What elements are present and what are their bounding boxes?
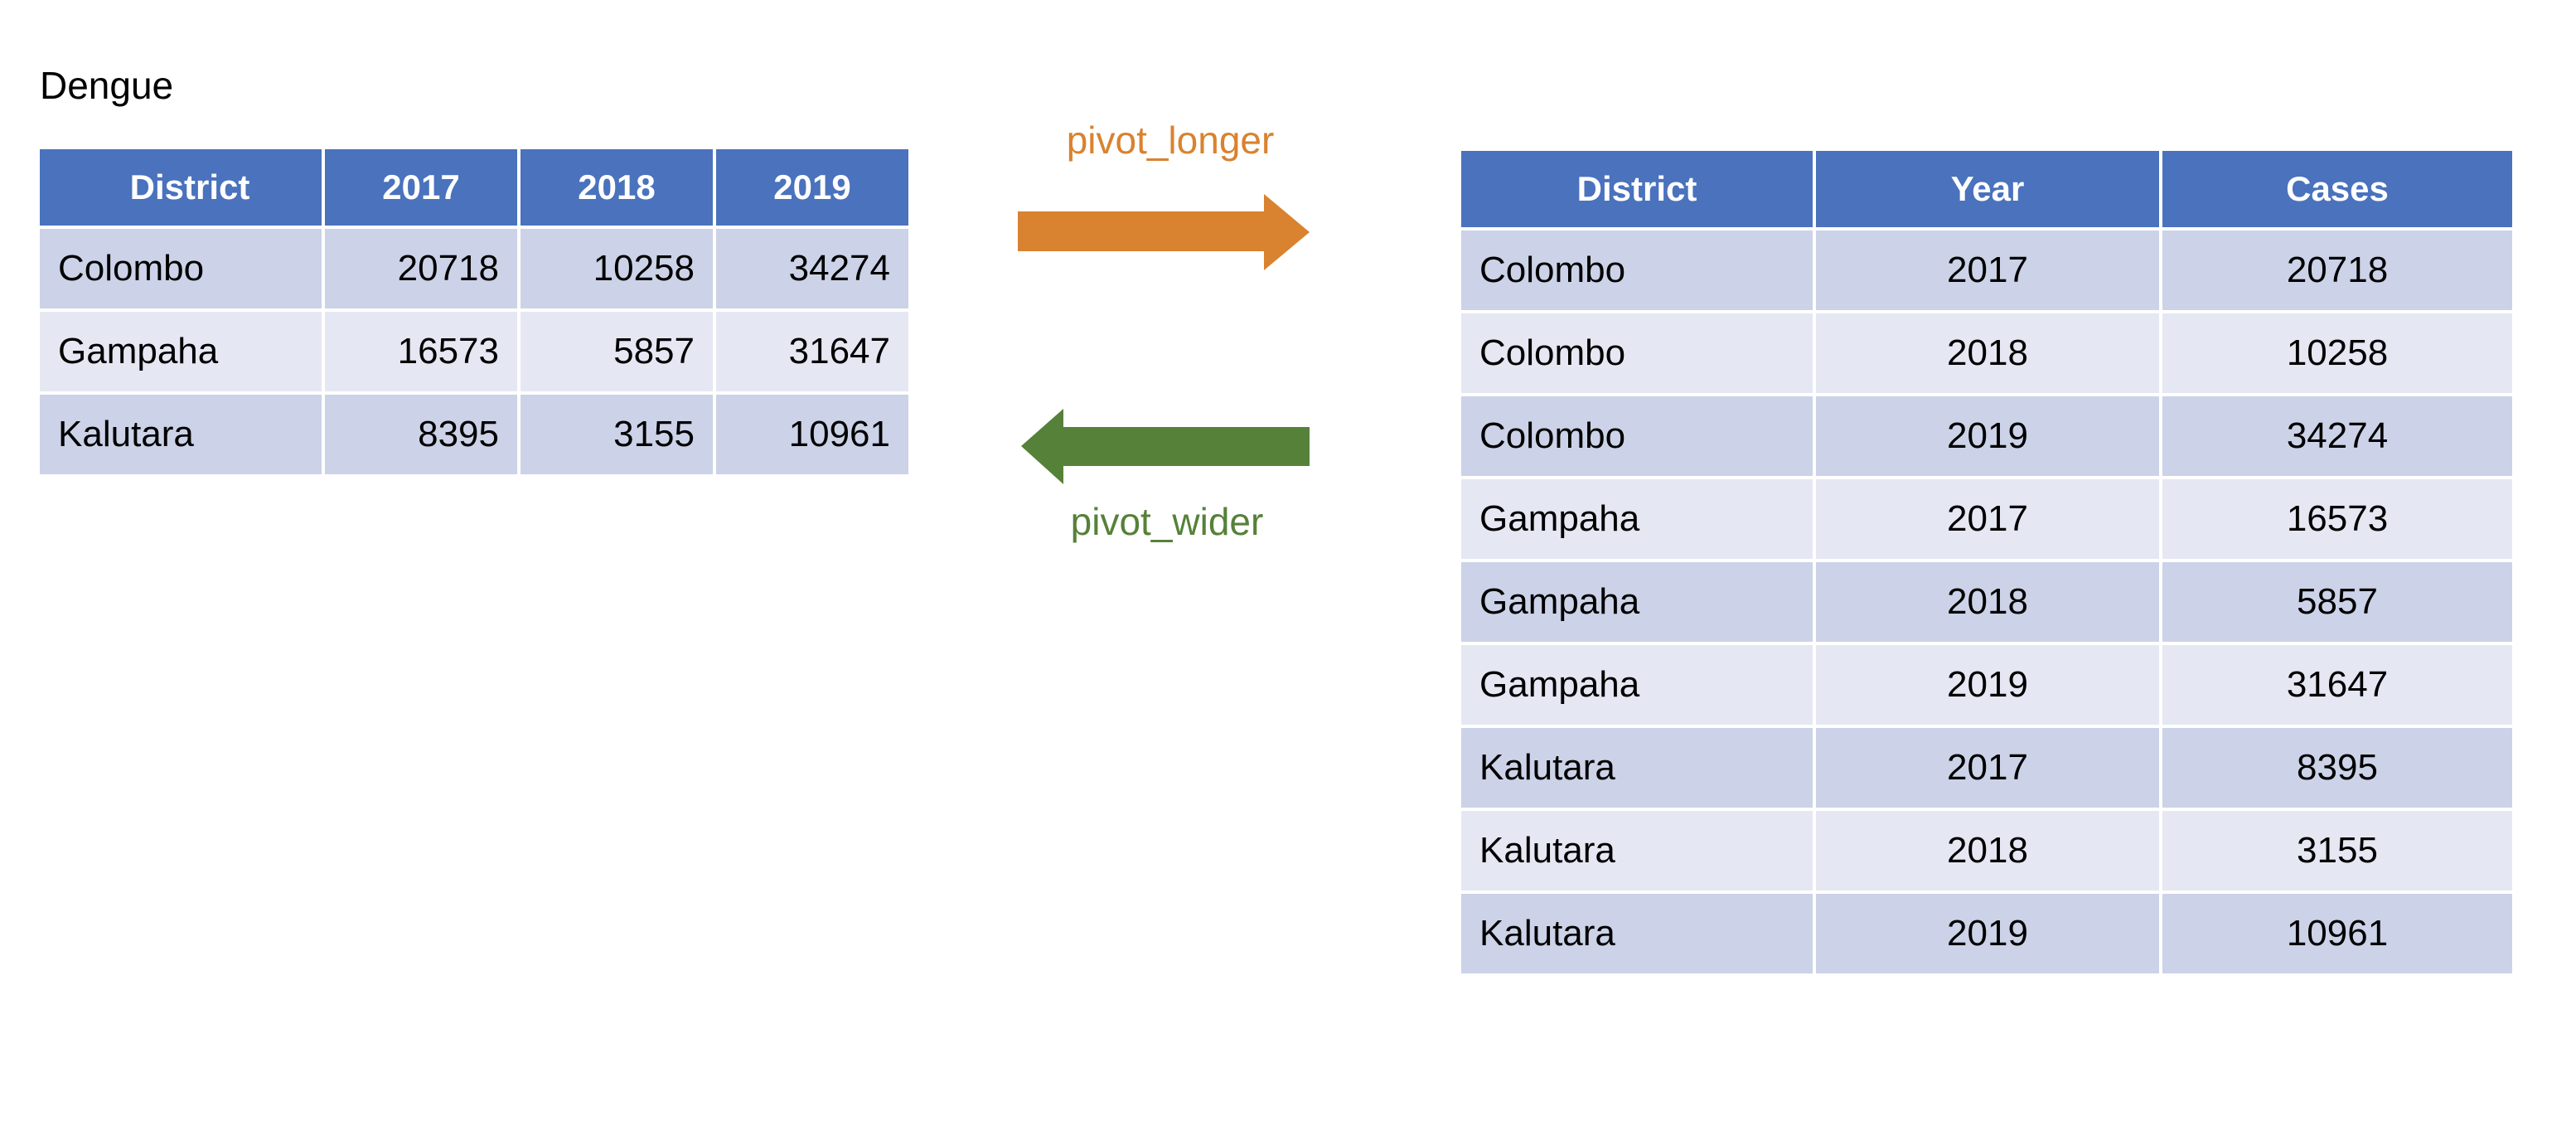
pivot-wider-label: pivot_wider — [1070, 500, 1264, 543]
wide-cell-district: Gampaha — [40, 312, 322, 391]
long-cell-cases: 34274 — [2162, 396, 2512, 476]
long-cell-district: Gampaha — [1461, 562, 1813, 642]
long-table: District Year Cases Colombo 2017 20718 C… — [1458, 148, 2515, 977]
long-cell-year: 2019 — [1816, 894, 2159, 973]
wide-header-2018: 2018 — [521, 149, 713, 226]
wide-table: District 2017 2018 2019 Colombo 20718 10… — [36, 146, 912, 478]
arrow-left-shape — [1021, 409, 1310, 484]
wide-header-district: District — [40, 149, 322, 226]
table-row: Gampaha 16573 5857 31647 — [40, 312, 908, 391]
wide-cell-2017: 8395 — [325, 395, 517, 474]
table-row: Colombo 20718 10258 34274 — [40, 229, 908, 308]
long-cell-year: 2018 — [1816, 313, 2159, 393]
table-row: Kalutara 8395 3155 10961 — [40, 395, 908, 474]
long-cell-year: 2017 — [1816, 479, 2159, 559]
wide-header-2019: 2019 — [716, 149, 908, 226]
table-row: Colombo 2018 10258 — [1461, 313, 2512, 393]
long-cell-cases: 10258 — [2162, 313, 2512, 393]
long-cell-year: 2018 — [1816, 562, 2159, 642]
wide-cell-2018: 5857 — [521, 312, 713, 391]
long-cell-district: Colombo — [1461, 313, 1813, 393]
wide-cell-2018: 10258 — [521, 229, 713, 308]
long-cell-district: Gampaha — [1461, 479, 1813, 559]
long-cell-district: Colombo — [1461, 396, 1813, 476]
wide-cell-district: Colombo — [40, 229, 322, 308]
long-cell-cases: 10961 — [2162, 894, 2512, 973]
wide-cell-2018: 3155 — [521, 395, 713, 474]
wide-cell-2019: 31647 — [716, 312, 908, 391]
long-cell-year: 2018 — [1816, 811, 2159, 891]
wide-cell-2019: 10961 — [716, 395, 908, 474]
long-cell-district: Kalutara — [1461, 811, 1813, 891]
long-cell-district: Kalutara — [1461, 894, 1813, 973]
table-row: Kalutara 2018 3155 — [1461, 811, 2512, 891]
long-cell-cases: 3155 — [2162, 811, 2512, 891]
wide-cell-2017: 20718 — [325, 229, 517, 308]
table-row: Colombo 2017 20718 — [1461, 231, 2512, 310]
long-cell-cases: 5857 — [2162, 562, 2512, 642]
long-cell-district: Kalutara — [1461, 728, 1813, 808]
long-header-year: Year — [1816, 151, 2159, 227]
long-cell-cases: 8395 — [2162, 728, 2512, 808]
arrow-right-icon — [1018, 189, 1316, 275]
table-row: Colombo 2019 34274 — [1461, 396, 2512, 476]
long-cell-cases: 20718 — [2162, 231, 2512, 310]
long-cell-cases: 16573 — [2162, 479, 2512, 559]
wide-table-caption: Dengue — [40, 64, 174, 107]
table-row: Gampaha 2019 31647 — [1461, 645, 2512, 725]
long-cell-district: Gampaha — [1461, 645, 1813, 725]
long-table-header-row: District Year Cases — [1461, 151, 2512, 227]
long-cell-year: 2017 — [1816, 728, 2159, 808]
long-header-cases: Cases — [2162, 151, 2512, 227]
long-cell-cases: 31647 — [2162, 645, 2512, 725]
wide-cell-2017: 16573 — [325, 312, 517, 391]
table-row: Gampaha 2017 16573 — [1461, 479, 2512, 559]
long-cell-year: 2017 — [1816, 231, 2159, 310]
long-cell-year: 2019 — [1816, 645, 2159, 725]
table-row: Kalutara 2017 8395 — [1461, 728, 2512, 808]
wide-table-header-row: District 2017 2018 2019 — [40, 149, 908, 226]
long-header-district: District — [1461, 151, 1813, 227]
arrow-right-shape — [1018, 194, 1310, 270]
wide-cell-district: Kalutara — [40, 395, 322, 474]
table-row: Gampaha 2018 5857 — [1461, 562, 2512, 642]
wide-header-2017: 2017 — [325, 149, 517, 226]
arrow-left-icon — [1018, 403, 1316, 489]
long-cell-district: Colombo — [1461, 231, 1813, 310]
long-cell-year: 2019 — [1816, 396, 2159, 476]
table-row: Kalutara 2019 10961 — [1461, 894, 2512, 973]
wide-cell-2019: 34274 — [716, 229, 908, 308]
pivot-longer-label: pivot_longer — [1066, 119, 1275, 162]
